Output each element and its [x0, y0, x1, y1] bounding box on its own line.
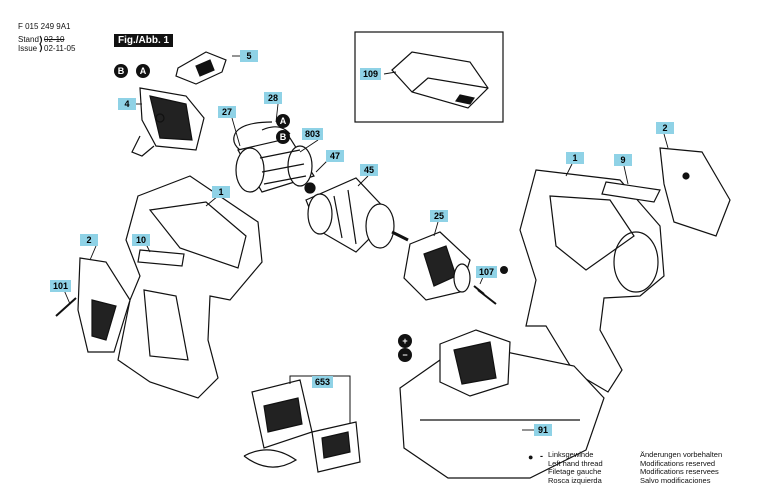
part-1-housing-left	[117, 175, 263, 399]
minus-terminal-icon: −	[398, 348, 412, 362]
part-4-switch	[131, 87, 205, 157]
screw-107	[473, 285, 497, 305]
label-28: 28	[264, 92, 282, 104]
connector-a-right: A	[276, 114, 290, 128]
label-25: 25	[430, 210, 448, 222]
part-45-gearbox	[305, 177, 409, 253]
label-27: 27	[218, 106, 236, 118]
part-109-battery-clip	[391, 51, 489, 109]
label-1-left: 1	[212, 186, 230, 198]
label-101: 101	[50, 280, 72, 292]
connector-b-right: B	[276, 130, 290, 144]
connector-b-left: B	[114, 64, 128, 78]
label-653: 653	[312, 376, 334, 388]
label-803: 803	[302, 128, 324, 140]
part-1-housing-right	[519, 169, 665, 393]
issue-label: Issue	[18, 44, 38, 53]
part-10-label-strip	[137, 249, 185, 267]
legend-left-thread: Linksgewinde Left hand thread Filetage g…	[548, 450, 603, 485]
legend-left-thread-de: Linksgewinde	[548, 450, 594, 459]
legend-left-thread-fr: Filetage gauche	[548, 467, 602, 477]
old-date: 02-10	[44, 35, 65, 44]
part-803-motor	[235, 137, 316, 194]
inset-frame	[354, 31, 504, 123]
issue-date: 02-11-05	[44, 44, 76, 53]
connector-a-left: A	[136, 64, 150, 78]
legend-bullet-icon: ●	[528, 452, 534, 462]
legend-left-thread-en: Left hand thread	[548, 458, 603, 468]
left-thread-marker-icon	[500, 266, 508, 274]
part-2-grip-right	[659, 147, 731, 237]
legend-mod-fr: Modifications reservees	[640, 467, 719, 477]
legend-modifications: Änderungen vorbehalten Modifications res…	[640, 450, 723, 485]
label-9: 9	[614, 154, 632, 166]
label-2-right: 2	[656, 122, 674, 134]
part-2-grip-left	[77, 257, 131, 353]
label-47: 47	[326, 150, 344, 162]
part-653-charger	[243, 375, 361, 473]
part-91-battery	[399, 329, 605, 479]
label-10: 10	[132, 234, 150, 246]
legend-mod-es: Salvo modificaciones	[640, 475, 711, 485]
label-107: 107	[476, 266, 498, 278]
label-45: 45	[360, 164, 378, 176]
label-2-left: 2	[80, 234, 98, 246]
figure-label: Fig./Abb. 1	[114, 34, 174, 47]
label-5: 5	[240, 50, 258, 62]
header-brace	[39, 35, 43, 53]
part-5-switch-cap	[175, 51, 227, 85]
stand-label: Stand	[18, 35, 39, 44]
part-25-chuck	[403, 231, 471, 301]
screw-101	[55, 297, 77, 317]
label-1-right: 1	[566, 152, 584, 164]
label-91: 91	[534, 424, 552, 436]
legend-mod-en: Modifications reserved	[640, 458, 716, 468]
doc-number: F 015 249 9A1	[18, 22, 71, 31]
label-109: 109	[360, 68, 382, 80]
legend-dash: -	[540, 451, 543, 461]
label-4: 4	[118, 98, 136, 110]
part-9-label-strip	[601, 181, 661, 203]
legend-left-thread-es: Rosca izquierda	[548, 475, 602, 485]
plus-terminal-icon: +	[398, 334, 412, 348]
legend-mod-de: Änderungen vorbehalten	[640, 450, 723, 459]
